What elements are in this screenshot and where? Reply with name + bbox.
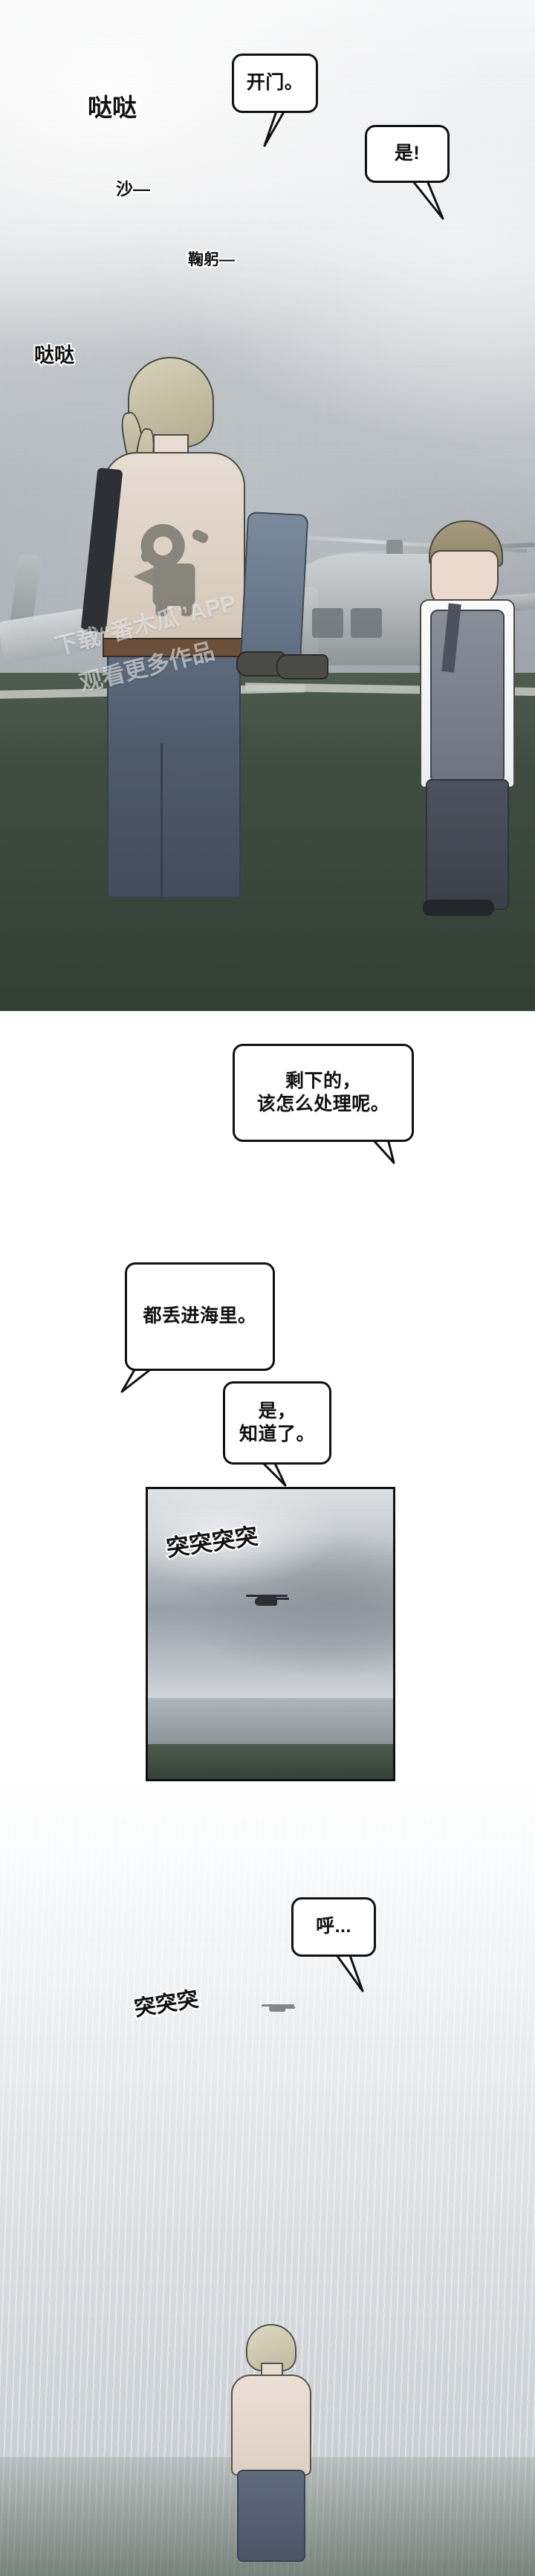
panel-1: 下载“番木瓜”APP 观看更多作品 开门。 是! 哒哒 沙— 鞠躬— 哒哒 — [0, 0, 535, 1011]
sneaker-right — [276, 654, 328, 679]
inset-panel-helicopter-over-sea: 突突突突 — [146, 1487, 395, 1781]
inset-sea — [148, 1697, 393, 1745]
bubble-leftover: 剩下的， 该怎么处理呢。 — [233, 1044, 414, 1142]
bubble-understood-text: 是， 知道了。 — [239, 1400, 315, 1444]
shirt-graphic-print — [133, 523, 209, 616]
bubble-throw-sea-text: 都丢进海里。 — [143, 1305, 257, 1327]
far-tail — [284, 2007, 295, 2009]
jeans-inseam — [160, 743, 163, 900]
attendant-shoe — [423, 900, 494, 916]
bubble-leftover-text: 剩下的， 该怎么处理呢。 — [256, 1070, 390, 1114]
panel-2: 剩下的， 该怎么处理呢。 — [0, 1011, 535, 1234]
sfx-dada-2: 哒哒 — [33, 343, 76, 368]
attendant-trousers — [426, 779, 509, 910]
bubble-open-door: 开门。 — [232, 54, 318, 113]
distant-tail — [274, 1598, 289, 1600]
bubble-throw-sea: 都丢进海里。 — [125, 1262, 275, 1371]
distant-rotor — [246, 1595, 288, 1597]
sfx-dada-1: 哒哒 — [86, 92, 138, 123]
belt — [103, 638, 244, 657]
bubble-understood: 是， 知道了。 — [223, 1381, 331, 1465]
small-figure-legs — [239, 511, 309, 667]
bubble-sigh: 呼... — [291, 1897, 376, 1957]
sfx-sha: 沙— — [114, 178, 152, 200]
far-fuselage — [269, 2005, 285, 2012]
distant-helicopter — [246, 1590, 291, 1608]
panel-3: 都丢进海里。 是， 知道了。 突突突突 — [0, 1234, 535, 1784]
jeans — [107, 650, 241, 898]
sfx-bow: 鞠躬— — [187, 250, 236, 270]
bubble-yes-text: 是! — [394, 143, 421, 164]
inset-shore — [148, 1744, 393, 1779]
distant-fuselage — [255, 1597, 277, 1606]
attendant-vest — [430, 610, 505, 784]
character-attendant-bowing — [405, 520, 531, 916]
bubble-yes: 是! — [365, 125, 450, 183]
panel-4: 呼... 突突突 — [0, 1784, 535, 2576]
bubble-sigh-text: 呼... — [316, 1916, 351, 1937]
far-helicopter — [262, 2000, 296, 2015]
bubble-open-door-text: 开门。 — [246, 72, 304, 94]
cabin-window-2 — [351, 608, 382, 638]
character-blond-back — [80, 357, 260, 900]
cabin-window-1 — [312, 608, 343, 638]
character-blond-standing — [227, 2324, 316, 2569]
standing-torso — [231, 2375, 311, 2476]
standing-legs — [237, 2470, 305, 2562]
inset-sky — [148, 1489, 393, 1698]
